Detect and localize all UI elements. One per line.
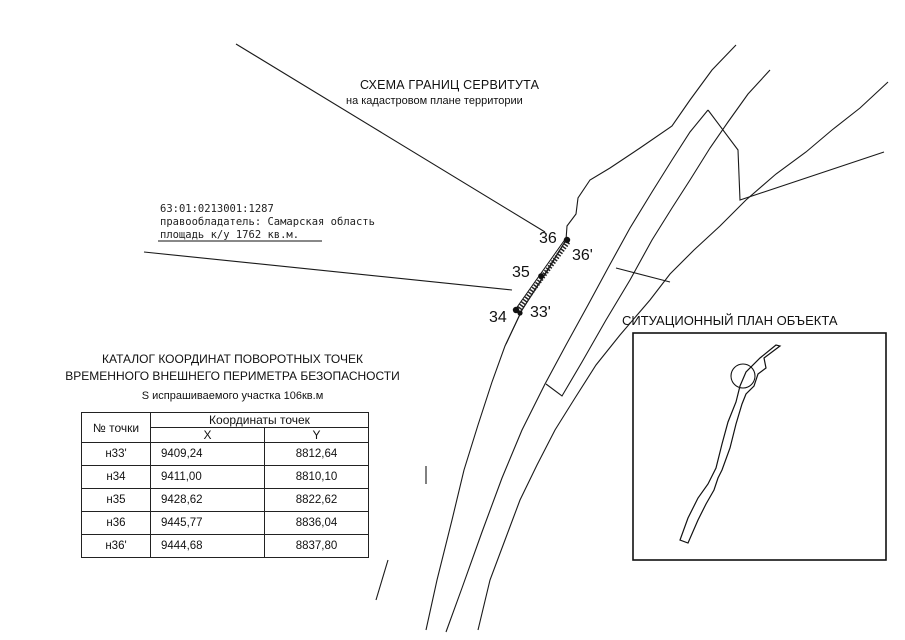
catalog-title-line2: ВРЕМЕННОГО ВНЕШНЕГО ПЕРИМЕТРА БЕЗОПАСНОС… — [65, 369, 400, 383]
catalog-title-line1: КАТАЛОГ КООРДИНАТ ПОВОРОТНЫХ ТОЧЕК — [102, 352, 363, 366]
catalog-area-note: S испрашиваемого участка 106кв.м — [141, 390, 324, 402]
cell-y: 8810,10 — [264, 465, 369, 489]
point-34-marker — [512, 306, 520, 314]
cell-point: н36' — [81, 534, 151, 558]
point-35-marker — [538, 273, 544, 279]
table-row: н33' 9409,24 8812,64 — [81, 442, 369, 466]
cell-y: 8837,80 — [264, 534, 369, 558]
cell-y: 8822,62 — [264, 488, 369, 512]
parcel-boundary-2 — [615, 267, 671, 283]
point-label-36: 36 — [539, 230, 557, 247]
parcel-owner: правообладатель: Самарская область — [160, 216, 375, 228]
point-label-34: 34 — [489, 309, 507, 326]
cell-x: 9445,77 — [150, 511, 265, 535]
table-row: н34 9411,00 8810,10 — [81, 465, 369, 489]
road-edge-right-2 — [477, 81, 889, 631]
cell-point: н36 — [81, 511, 151, 535]
scheme-subtitle: на кадастровом плане территории — [346, 95, 523, 107]
cell-y: 8812,64 — [264, 442, 369, 466]
coordinates-table: № точки Координаты точек X Y н33' 9409,2… — [81, 412, 369, 558]
point-label-33-prime: 33' — [530, 304, 551, 321]
scheme-title: СХЕМА ГРАНИЦ СЕРВИТУТА — [360, 78, 540, 92]
point-label-35: 35 — [512, 264, 530, 281]
road-edge-inner — [445, 109, 709, 633]
situation-plan-frame — [632, 332, 887, 561]
road-edge-outer-left — [425, 44, 737, 631]
leader-to-36 — [235, 43, 546, 233]
parcel-number: 63:01:0213001:1287 — [160, 203, 274, 215]
table-row: н35 9428,62 8822,62 — [81, 488, 369, 512]
header-coords: Координаты точек — [150, 412, 369, 428]
header-point-no: № точки — [81, 412, 151, 443]
stub-line-2 — [375, 559, 389, 601]
situation-plan-highlight-circle — [730, 363, 756, 389]
cell-point: н34 — [81, 465, 151, 489]
cell-point: н35 — [81, 488, 151, 512]
header-x: X — [150, 427, 265, 443]
point-label-36-prime: 36' — [572, 247, 593, 264]
point-33s-marker — [517, 310, 523, 316]
parcel-area: площадь к/у 1762 кв.м. — [160, 229, 300, 241]
cell-y: 8836,04 — [264, 511, 369, 535]
road-edge-right-1 — [545, 69, 771, 397]
header-y: Y — [264, 427, 369, 443]
cell-x: 9428,62 — [150, 488, 265, 512]
situation-plan-object-outline — [679, 344, 782, 544]
table-row: н36' 9444,68 8837,80 — [81, 534, 369, 558]
point-36-marker — [563, 236, 571, 244]
leader-to-34 — [143, 251, 513, 291]
cell-point: н33' — [81, 442, 151, 466]
parcel-boundary — [707, 109, 885, 201]
situation-plan-title: СИТУАЦИОННЫЙ ПЛАН ОБЪЕКТА — [622, 313, 838, 328]
cell-x: 9409,24 — [150, 442, 265, 466]
cell-x: 9411,00 — [150, 465, 265, 489]
table-row: н36 9445,77 8836,04 — [81, 511, 369, 535]
cell-x: 9444,68 — [150, 534, 265, 558]
